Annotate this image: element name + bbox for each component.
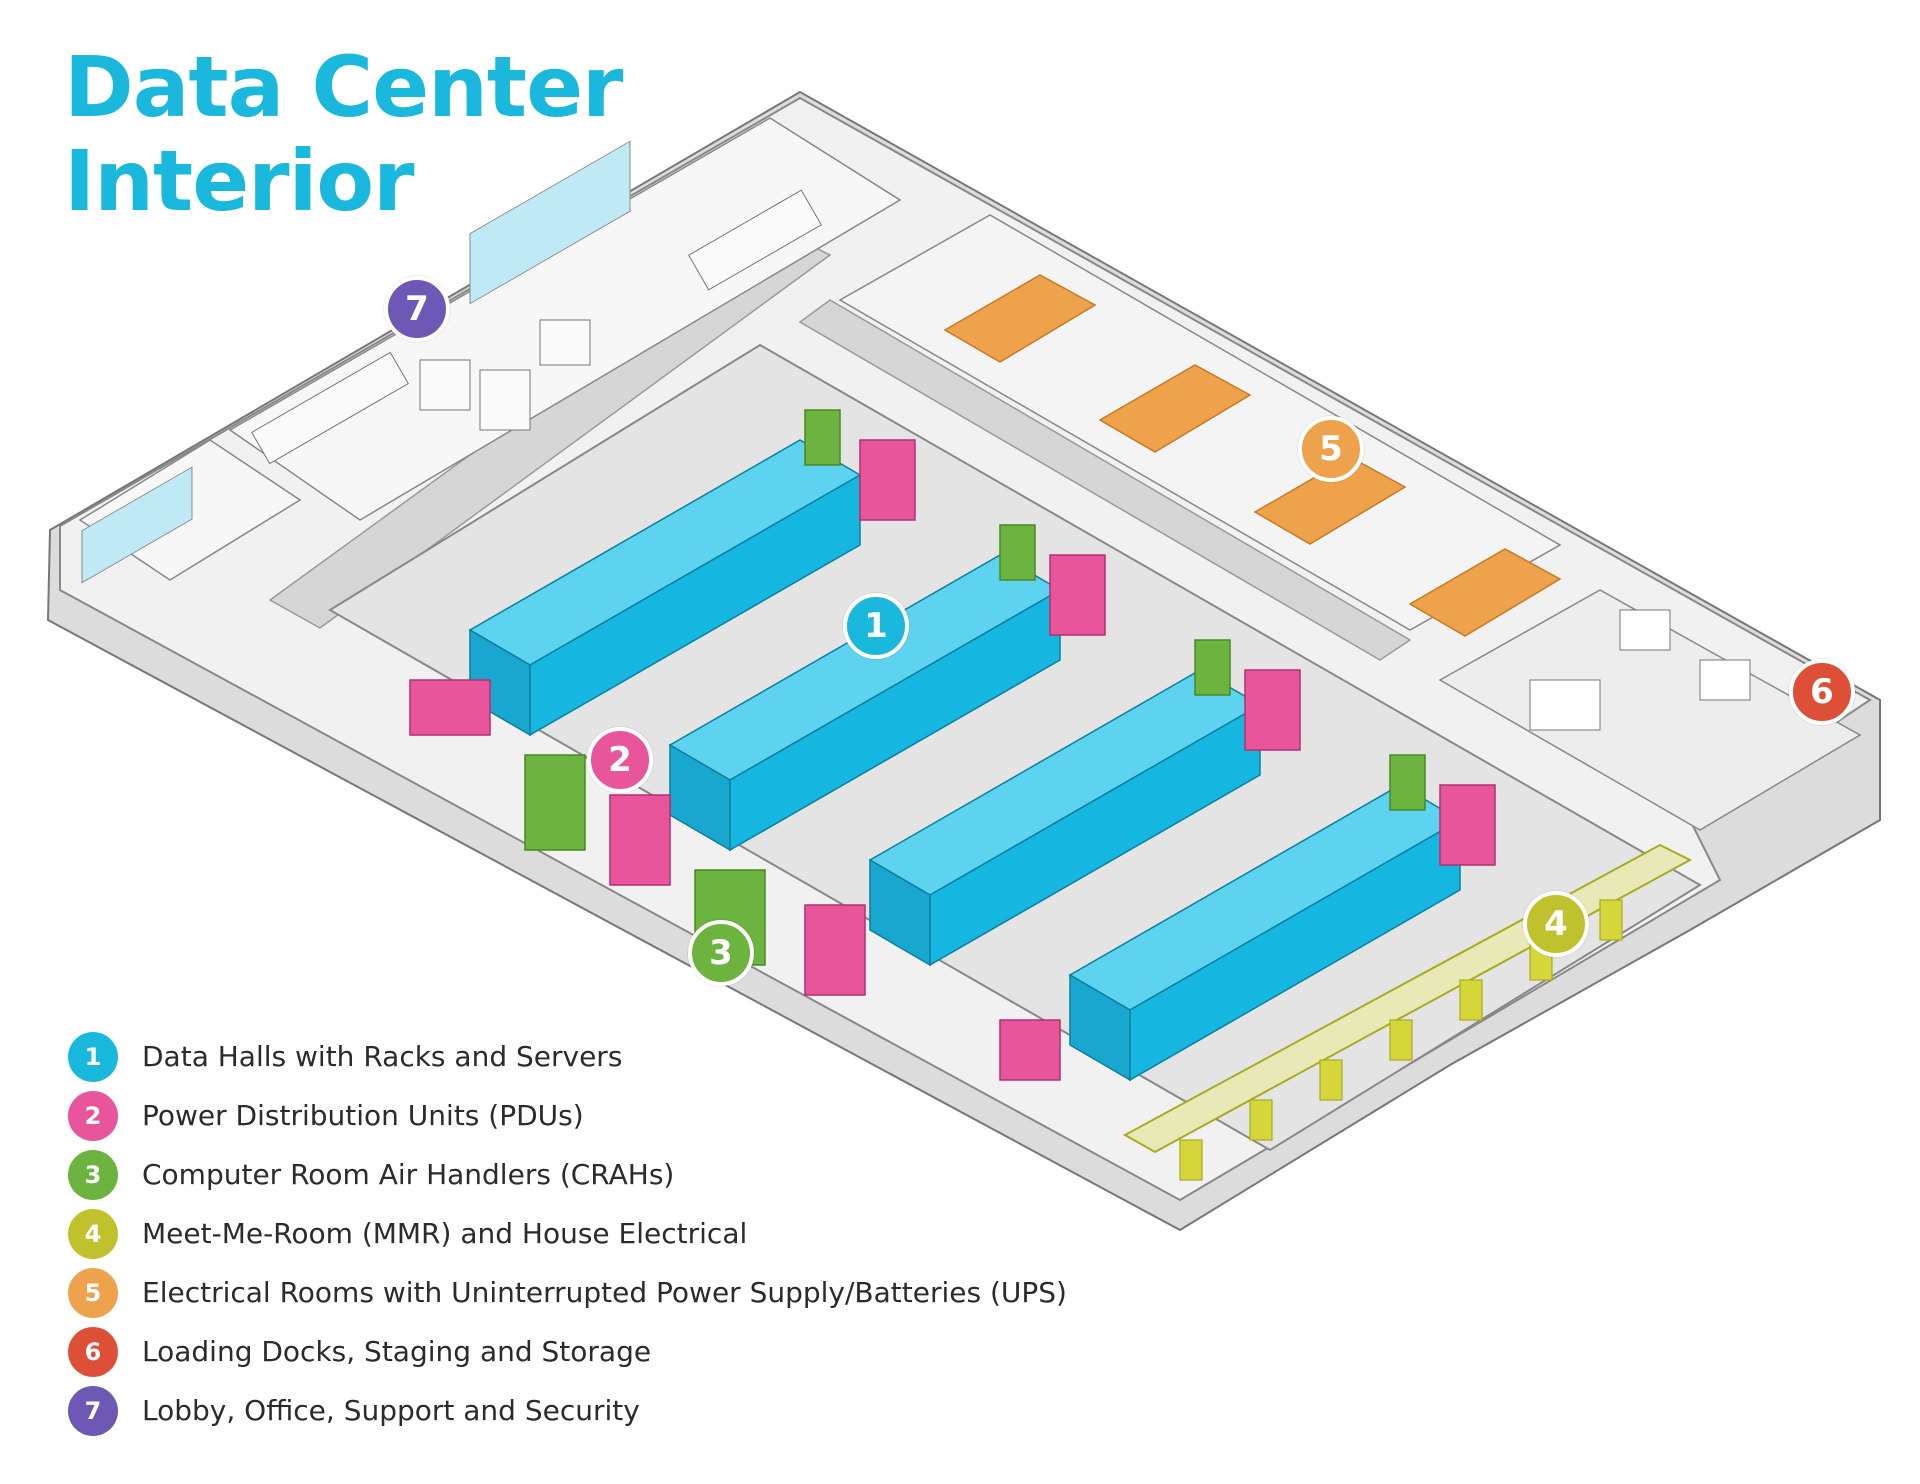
- legend-item: 2 Power Distribution Units (PDUs): [68, 1091, 1168, 1150]
- legend-label: Loading Docks, Staging and Storage: [142, 1335, 652, 1368]
- marker-5: 5: [1298, 416, 1364, 482]
- legend-label: Meet-Me-Room (MMR) and House Electrical: [142, 1217, 748, 1250]
- legend-number-badge: 2: [68, 1091, 118, 1141]
- legend-item: 3 Computer Room Air Handlers (CRAHs): [68, 1150, 1168, 1209]
- pdu-units: [409, 439, 1496, 1081]
- marker-1: 1: [843, 593, 909, 659]
- legend-label: Data Halls with Racks and Servers: [142, 1040, 623, 1073]
- legend-label: Power Distribution Units (PDUs): [142, 1099, 584, 1132]
- legend-label: Computer Room Air Handlers (CRAHs): [142, 1158, 675, 1191]
- marker-4: 4: [1523, 891, 1589, 957]
- legend-number-badge: 6: [68, 1327, 118, 1377]
- legend-item: 4 Meet-Me-Room (MMR) and House Electrica…: [68, 1209, 1168, 1268]
- legend-label: Lobby, Office, Support and Security: [142, 1394, 640, 1427]
- marker-3: 3: [688, 920, 754, 986]
- legend-number-badge: 7: [68, 1386, 118, 1436]
- legend-number-badge: 1: [68, 1032, 118, 1082]
- legend-number-badge: 4: [68, 1209, 118, 1259]
- legend-item: 1 Data Halls with Racks and Servers: [68, 1032, 1168, 1091]
- marker-6: 6: [1789, 659, 1855, 725]
- legend-item: 7 Lobby, Office, Support and Security: [68, 1386, 1168, 1445]
- page-title: Data Center Interior: [64, 38, 623, 230]
- marker-7: 7: [384, 276, 450, 342]
- legend-label: Electrical Rooms with Uninterrupted Powe…: [142, 1276, 1067, 1309]
- legend-number-badge: 5: [68, 1268, 118, 1318]
- office-zone: [78, 117, 902, 584]
- marker-2: 2: [587, 727, 653, 793]
- electrical-rooms: [838, 214, 1562, 637]
- legend-number-badge: 3: [68, 1150, 118, 1200]
- legend-item: 5 Electrical Rooms with Uninterrupted Po…: [68, 1268, 1168, 1327]
- server-racks: [468, 439, 1462, 1082]
- loading-dock: [1438, 589, 1862, 831]
- legend: 1 Data Halls with Racks and Servers 2 Po…: [68, 1032, 1168, 1445]
- legend-item: 6 Loading Docks, Staging and Storage: [68, 1327, 1168, 1386]
